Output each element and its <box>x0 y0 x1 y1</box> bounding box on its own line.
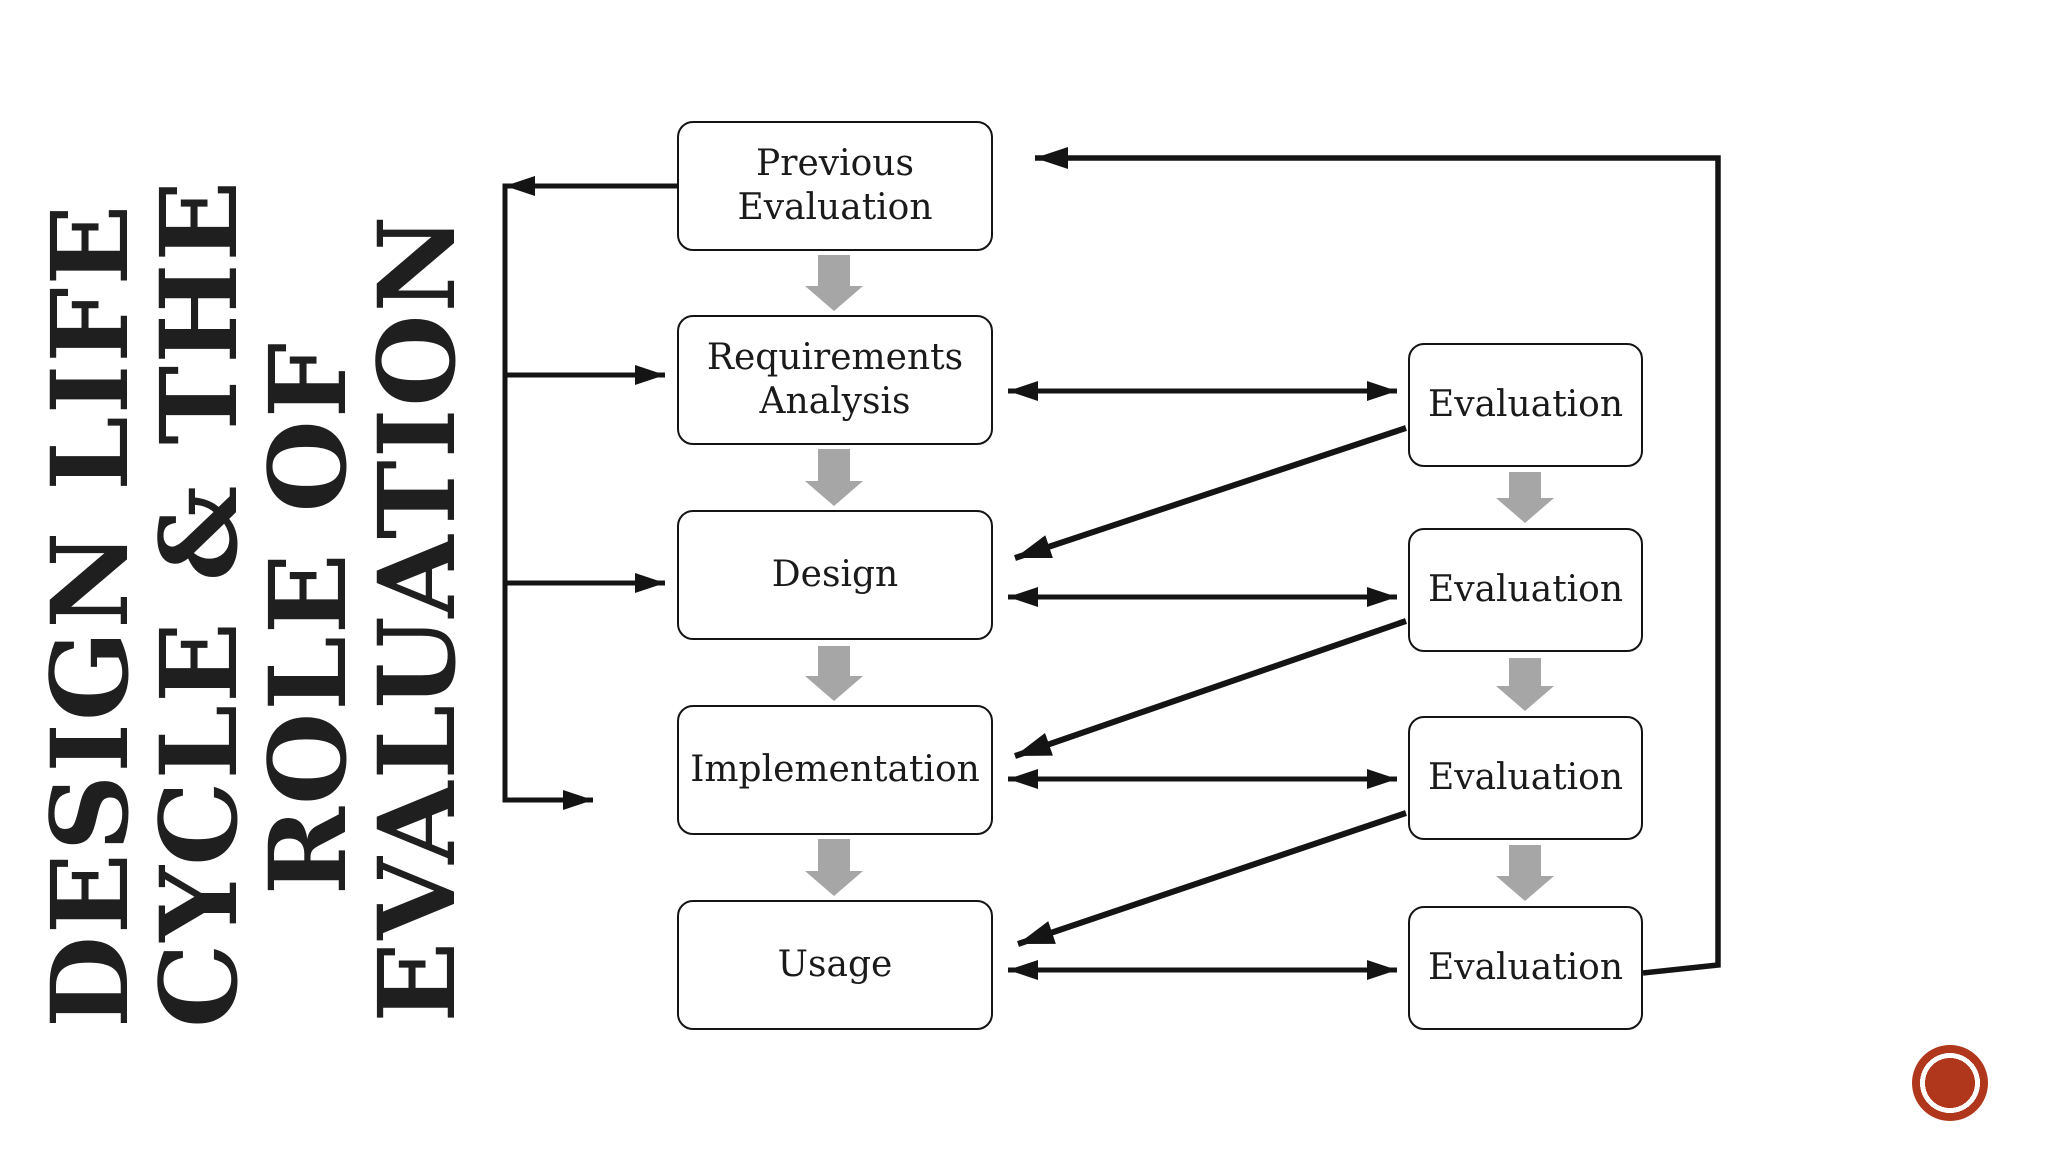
node-requirements-analysis: Requirements Analysis <box>677 315 993 445</box>
node-label: Requirements Analysis <box>706 337 964 422</box>
edge-evaluation1-to-design-diagonal <box>1014 425 1407 561</box>
block-arrow-evaluation3-to-evaluation4 <box>1496 845 1554 901</box>
node-label: Implementation <box>690 749 980 791</box>
block-arrow-evaluation1-to-evaluation2 <box>1496 472 1554 523</box>
edge-evaluation3-to-usage-diagonal <box>1017 810 1407 947</box>
edge-evaluation4-to-previous-feedback-loop <box>1035 147 1721 976</box>
edge-evaluation2-to-implementation-diagonal <box>1014 618 1407 759</box>
block-arrow-implementation-to-usage <box>805 839 863 896</box>
node-usage: Usage <box>677 900 993 1030</box>
slide-title-line: EVALUATION <box>354 213 480 1023</box>
node-label: Previous Evaluation <box>737 143 933 228</box>
node-previous-evaluation: Previous Evaluation <box>677 121 993 251</box>
node-design: Design <box>677 510 993 640</box>
node-implementation: Implementation <box>677 705 993 835</box>
node-label: Usage <box>777 944 893 986</box>
slide-title-line: DESIGN LIFE <box>26 202 152 1028</box>
block-arrow-prev-to-requirements <box>805 255 863 311</box>
node-evaluation-3: Evaluation <box>1408 716 1643 840</box>
node-evaluation-2: Evaluation <box>1408 528 1643 652</box>
node-label: Evaluation <box>1427 947 1624 989</box>
slide-title: DESIGN LIFE CYCLE & THE ROLE OF EVALUATI… <box>26 178 480 1028</box>
node-label: Design <box>771 554 899 596</box>
node-evaluation-1: Evaluation <box>1408 343 1643 467</box>
slide-title-line: ROLE OF <box>245 340 370 896</box>
corner-dot-decoration <box>1912 1045 1988 1121</box>
node-label: Evaluation <box>1427 757 1624 799</box>
block-arrow-requirements-to-design <box>805 449 863 506</box>
slide-title-line: CYCLE & THE <box>135 178 261 1028</box>
node-label: Evaluation <box>1427 384 1624 426</box>
node-evaluation-4: Evaluation <box>1408 906 1643 1030</box>
block-arrow-design-to-implementation <box>805 646 863 701</box>
node-label: Evaluation <box>1427 569 1624 611</box>
block-arrow-evaluation2-to-evaluation3 <box>1496 658 1554 711</box>
